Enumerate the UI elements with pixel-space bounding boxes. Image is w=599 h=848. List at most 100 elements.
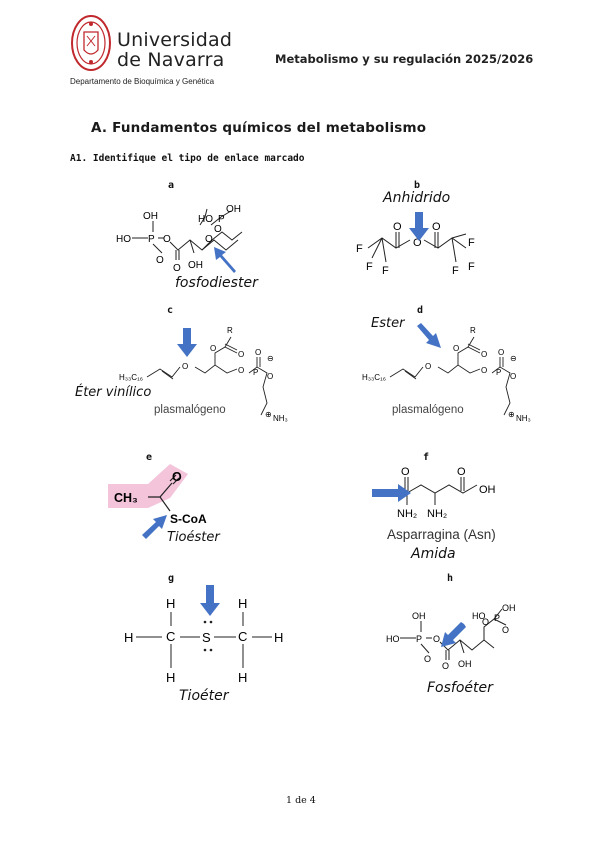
svg-text:O: O (156, 255, 164, 266)
svg-text:O: O (457, 466, 466, 478)
svg-text:HO: HO (198, 214, 213, 225)
panel-a-arrow (214, 247, 236, 273)
panel-h-structure: HO P OH O O O OH O HO P OH O (386, 603, 516, 671)
panel-g-arrow (200, 585, 220, 616)
svg-text:O: O (255, 348, 261, 357)
panel-c-structure: H₃₃C₁₆ O O R O O P O ⊖ O ⊕ NH₃ (119, 326, 288, 423)
page-number: 1 de 4 (286, 795, 316, 806)
svg-text:O: O (453, 344, 459, 353)
svg-text:O: O (432, 221, 441, 233)
question-text: A1. Identifique el tipo de enlace marcad… (70, 153, 305, 164)
svg-text:H₃₃C₁₆: H₃₃C₁₆ (362, 373, 386, 382)
panel-g-annotation: Tioéter (179, 688, 229, 704)
svg-text:C: C (166, 629, 175, 644)
university-name-line2: de Navarra (117, 49, 225, 71)
svg-text:O: O (393, 221, 402, 233)
svg-text:F: F (468, 237, 475, 249)
svg-text:NH₃: NH₃ (273, 414, 288, 423)
svg-text:HO: HO (116, 234, 131, 245)
svg-text:H: H (166, 596, 175, 611)
svg-text:O: O (173, 263, 181, 274)
panel-f-arrow (372, 484, 411, 502)
svg-text:O: O (442, 661, 449, 671)
svg-text:O: O (502, 625, 509, 635)
svg-text:OH: OH (458, 659, 472, 669)
svg-text:H: H (274, 630, 283, 645)
svg-text:H₃₃C₁₆: H₃₃C₁₆ (119, 373, 143, 382)
panel-e-label: e (146, 452, 153, 463)
svg-text:O: O (482, 617, 489, 627)
panel-d-caption: plasmalógeno (392, 404, 464, 416)
svg-text:R: R (470, 326, 476, 335)
panel-b-structure: F F F O O O F F F (356, 221, 475, 277)
svg-text:O: O (510, 372, 516, 381)
svg-text:CH₃: CH₃ (114, 491, 138, 505)
svg-text:OH: OH (226, 204, 241, 215)
svg-text:H: H (238, 596, 247, 611)
panel-c-caption: plasmalógeno (154, 404, 226, 416)
svg-text:O: O (433, 634, 440, 644)
svg-text:NH₂: NH₂ (397, 508, 417, 520)
department-name: Departamento de Bioquímica y Genética (70, 77, 215, 86)
panel-c-arrow (177, 328, 197, 357)
svg-text:O: O (205, 234, 213, 245)
svg-text:F: F (356, 243, 363, 255)
panel-b-arrow (409, 212, 429, 241)
svg-text:C: C (238, 629, 247, 644)
panel-f-annotation: Amida (411, 546, 456, 562)
svg-text:O: O (498, 348, 504, 357)
svg-text:OH: OH (143, 211, 158, 222)
svg-text:O: O (210, 344, 216, 353)
svg-text:O: O (238, 366, 244, 375)
panel-d-arrow (417, 323, 441, 348)
svg-text:HO: HO (472, 611, 486, 621)
svg-text:F: F (452, 265, 459, 277)
panel-h-arrow (441, 622, 466, 647)
svg-text:H: H (124, 630, 133, 645)
svg-text:OH: OH (188, 260, 203, 271)
svg-text:NH₃: NH₃ (516, 414, 531, 423)
section-title: A. Fundamentos químicos del metabolismo (91, 120, 427, 136)
svg-text:R: R (227, 326, 233, 335)
svg-text:P: P (496, 368, 501, 377)
panel-g-carbons: C C (164, 626, 252, 644)
svg-text:P: P (148, 234, 155, 245)
svg-text:P: P (253, 368, 258, 377)
panel-c-annotation: Éter vinílico (75, 385, 152, 400)
course-title: Metabolismo y su regulación (275, 52, 462, 66)
svg-text:S-CoA: S-CoA (170, 512, 207, 526)
panel-f-label: f (423, 452, 430, 463)
svg-text:F: F (382, 265, 389, 277)
panel-d-structure: H₃₃C₁₆ O O R O O P O ⊖ O ⊕ NH₃ (362, 326, 531, 423)
svg-text:P: P (416, 634, 422, 644)
svg-text:NH₂: NH₂ (427, 508, 447, 520)
svg-text:O: O (182, 362, 188, 371)
svg-text:O: O (172, 470, 182, 484)
panel-e-structure: CH₃ O S-CoA (114, 470, 207, 526)
panel-e-arrow (142, 515, 167, 539)
svg-text:F: F (366, 261, 373, 273)
panel-h-annotation: Fosfoéter (427, 680, 493, 696)
svg-text:F: F (468, 261, 475, 273)
svg-text:O: O (238, 350, 244, 359)
svg-text:O: O (481, 350, 487, 359)
svg-text:⊕: ⊕ (508, 410, 515, 419)
university-name-line1: Universidad (117, 29, 233, 51)
svg-text:O: O (424, 654, 431, 664)
svg-text:⊖: ⊖ (267, 354, 274, 363)
svg-text:H: H (166, 670, 175, 685)
svg-text:O: O (413, 237, 422, 249)
panel-b-label: b (414, 180, 421, 191)
svg-text:⊖: ⊖ (510, 354, 517, 363)
panel-e-annotation: Tioéster (167, 530, 220, 545)
svg-text:P: P (494, 613, 500, 623)
svg-text:O: O (481, 366, 487, 375)
panel-d-annotation: Ester (371, 316, 405, 331)
svg-text:OH: OH (479, 484, 496, 496)
svg-text:⊕: ⊕ (265, 410, 272, 419)
panel-h-label: h (447, 573, 454, 584)
university-logo (70, 14, 112, 72)
panel-f-structure: O O OH NH₂ NH₂ (397, 466, 496, 520)
panel-b-annotation: Anhidrido (383, 190, 451, 206)
panel-e-highlight (108, 462, 190, 512)
